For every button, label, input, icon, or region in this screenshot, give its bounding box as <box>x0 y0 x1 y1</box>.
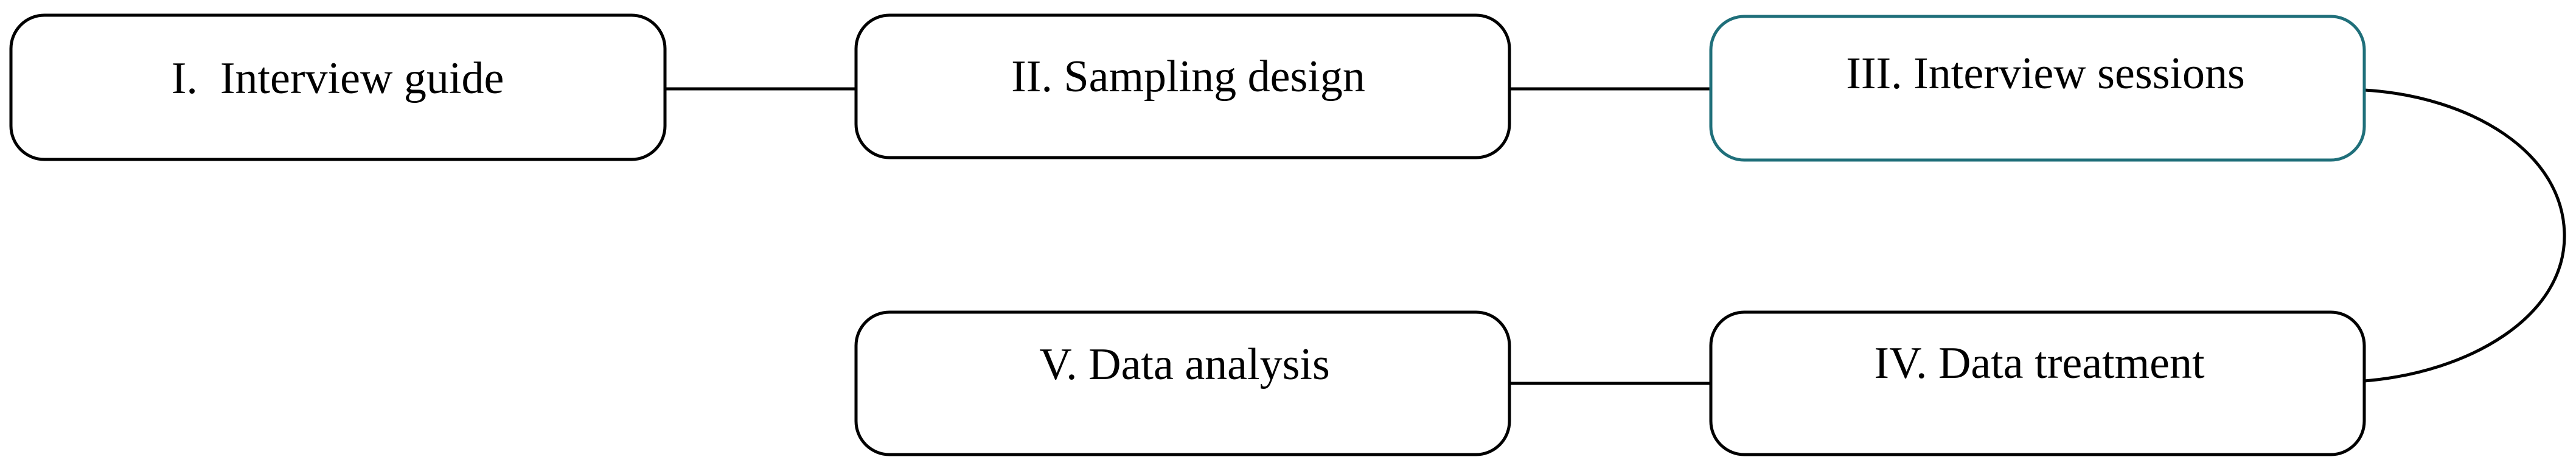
step-interview-sessions: III. Interview sessions <box>1709 15 2366 162</box>
step-data-treatment: IV. Data treatment <box>1709 310 2366 456</box>
step-label-data-analysis: V. Data analysis <box>1039 340 1330 389</box>
step-box-sampling-design <box>854 13 1511 159</box>
step-data-analysis: V. Data analysis <box>854 310 1511 456</box>
step-label-interview-sessions: III. Interview sessions <box>1846 49 2245 99</box>
step-box-data-treatment <box>1709 310 2366 456</box>
step-box-data-analysis <box>854 310 1511 456</box>
step-sampling-design: II. Sampling design <box>854 13 1511 159</box>
step-label-interview-guide: I. Interview guide <box>172 54 504 103</box>
step-interview-guide: I. Interview guide <box>9 13 667 161</box>
step-label-data-treatment: IV. Data treatment <box>1874 338 2205 388</box>
connector-step3-step4-curve <box>2364 88 2566 383</box>
step-label-sampling-design: II. Sampling design <box>1011 52 1365 102</box>
step-box-interview-sessions <box>1709 15 2366 162</box>
step-box-interview-guide <box>9 13 667 161</box>
